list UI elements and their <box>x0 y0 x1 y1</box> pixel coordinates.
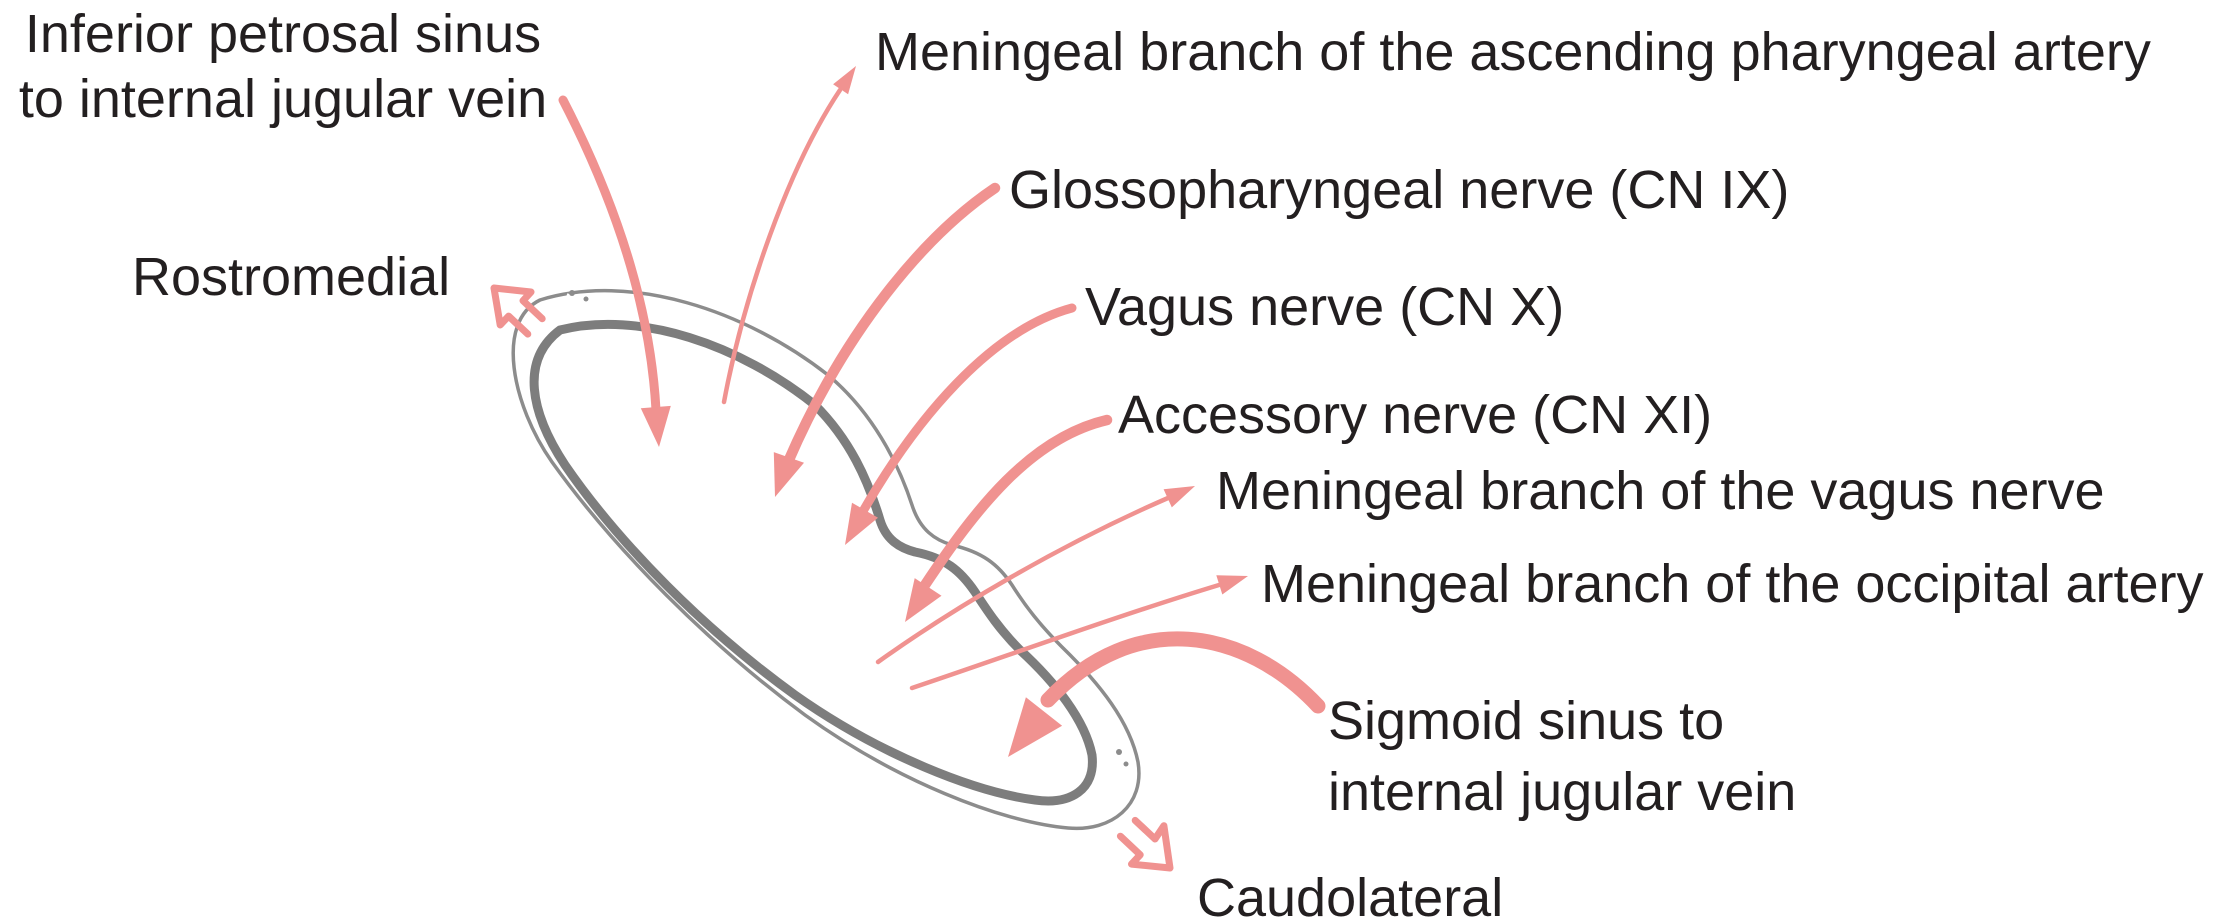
label-inferior-petrosal-line1: Inferior petrosal sinus <box>24 4 542 64</box>
label-accessory: Accessory nerve (CN XI) <box>1118 385 1713 445</box>
sketch-gap-top-left <box>564 293 592 310</box>
meningeal-vagus-arrowhead <box>1163 486 1195 508</box>
label-inferior-petrosal-line2: to internal jugular vein <box>18 69 548 129</box>
inferior-petrosal-arrowhead <box>640 405 671 447</box>
meningeal-pharyngeal-arrow <box>721 87 843 405</box>
caudolateral-direction-arrow <box>1116 816 1174 872</box>
meningeal-vagus-arrow <box>875 495 1171 665</box>
vagus-arrowhead <box>845 502 878 545</box>
label-sigmoid-sinus: Sigmoid sinus to internal jugular vein <box>1328 686 1796 828</box>
accessory-arrow <box>919 414 1113 591</box>
label-meningeal-occipital: Meningeal branch of the occipital artery <box>1261 554 2204 614</box>
sketch-dot <box>583 296 589 302</box>
label-rostromedial: Rostromedial <box>132 247 451 307</box>
sketch-dot <box>1116 749 1122 755</box>
sketch-dot <box>569 290 575 296</box>
rostromedial-direction-arrow <box>490 284 546 338</box>
sketch-dot <box>1123 761 1129 767</box>
label-meningeal-vagus: Meningeal branch of the vagus nerve <box>1216 461 2105 521</box>
foramen-outer-outline <box>511 288 1141 831</box>
meningeal-pharyngeal-arrowhead <box>833 66 856 95</box>
inferior-petrosal-arrow <box>558 95 661 415</box>
meningeal-occipital-arrowhead <box>1216 575 1248 595</box>
vagus-arrow <box>857 303 1077 518</box>
label-inferior-petrosal-sinus: Inferior petrosal sinus to internal jugu… <box>8 2 558 132</box>
label-sigmoid-line1: Sigmoid sinus to <box>1328 691 1725 751</box>
label-vagus: Vagus nerve (CN X) <box>1085 277 1565 337</box>
glossopharyngeal-arrow <box>782 182 1001 468</box>
sigmoid-sinus-arrowhead <box>1008 697 1063 757</box>
label-meningeal-pharyngeal: Meningeal branch of the ascending pharyn… <box>875 22 2151 82</box>
sigmoid-sinus-arrow <box>1040 631 1326 714</box>
accessory-arrowhead <box>905 578 942 622</box>
glossopharyngeal-arrowhead <box>773 452 804 497</box>
label-caudolateral: Caudolateral <box>1197 868 1504 923</box>
label-sigmoid-line2: internal jugular vein <box>1328 762 1797 822</box>
label-glossopharyngeal: Glossopharyngeal nerve (CN IX) <box>1009 160 1790 220</box>
meningeal-occipital-arrow <box>909 582 1222 691</box>
foramen-inner-outline <box>529 319 1097 806</box>
